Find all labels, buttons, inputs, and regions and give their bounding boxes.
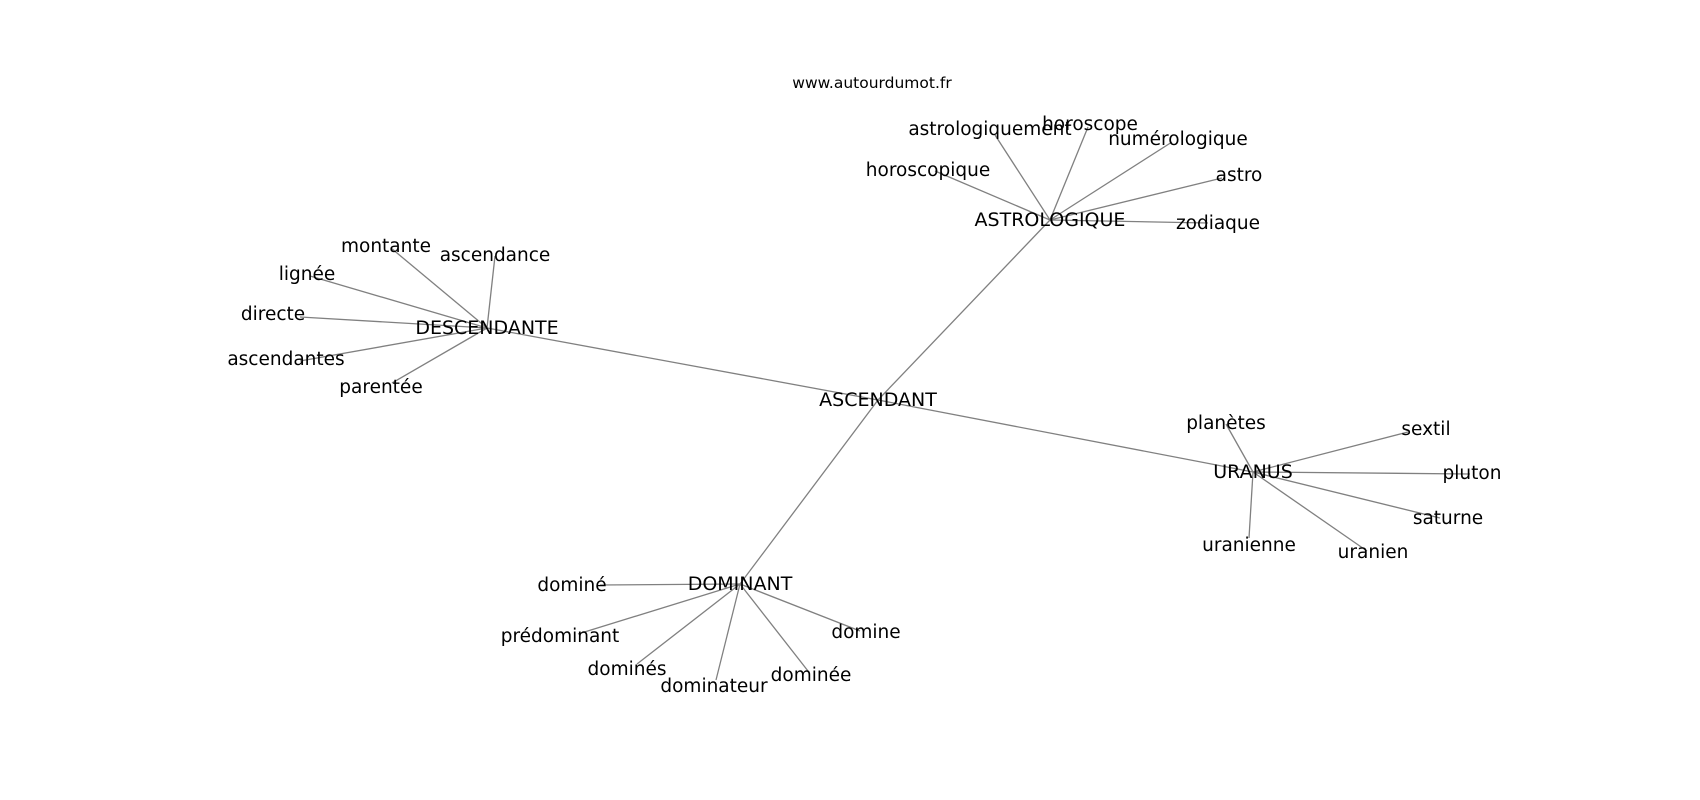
leaf-node-label[interactable]: saturne	[1413, 508, 1483, 529]
edge-hub-to-leaf	[1252, 471, 1471, 475]
edge-hub-to-leaf	[934, 170, 1051, 221]
edge-hub-to-leaf	[486, 255, 496, 329]
hub-node-label[interactable]: DOMINANT	[688, 573, 793, 595]
edge-hub-to-leaf	[1252, 471, 1441, 519]
edge-hub-to-leaf	[1225, 423, 1254, 473]
hub-node-label[interactable]: DESCENDANTE	[415, 317, 558, 339]
edge-hub-to-leaf	[299, 316, 488, 329]
leaf-node-label[interactable]: planètes	[1186, 413, 1266, 434]
leaf-node-label[interactable]: pluton	[1443, 463, 1502, 484]
edge-hub-to-leaf	[1049, 219, 1209, 224]
leaf-node-label[interactable]: horoscopique	[866, 160, 990, 181]
leaf-node-label[interactable]: lignée	[279, 264, 336, 285]
edges-layer	[299, 126, 1471, 681]
leaf-node-label[interactable]: ascendantes	[227, 349, 344, 370]
edge-hub-to-leaf	[1049, 177, 1223, 221]
source-label[interactable]: www.autourdumot.fr	[792, 74, 952, 92]
leaf-node-label[interactable]: dominés	[588, 659, 667, 680]
edge-hub-to-leaf	[636, 583, 741, 665]
edge-hub-to-leaf	[739, 583, 861, 632]
edge-hub-to-leaf	[391, 327, 488, 384]
edge-center-to-hub	[877, 219, 1051, 401]
edge-center-to-hub	[486, 327, 879, 401]
hub-node-label[interactable]: URANUS	[1213, 461, 1293, 483]
leaf-node-label[interactable]: parentée	[339, 377, 422, 398]
edge-center-to-hub	[739, 399, 879, 585]
edge-hub-to-leaf	[1248, 471, 1254, 539]
edge-hub-to-leaf	[739, 583, 809, 672]
edge-hub-to-leaf	[994, 134, 1051, 221]
leaf-node-label[interactable]: domine	[831, 622, 900, 643]
edge-hub-to-leaf	[390, 247, 488, 329]
leaf-node-label[interactable]: astrologiquement	[908, 119, 1071, 140]
leaf-node-label[interactable]: dominateur	[660, 676, 768, 697]
edge-hub-to-leaf	[299, 327, 488, 362]
leaf-node-label[interactable]: uranienne	[1202, 535, 1296, 556]
leaf-node-label[interactable]: sextil	[1401, 419, 1450, 440]
edge-hub-to-leaf	[1049, 126, 1089, 221]
edge-hub-to-leaf	[577, 583, 741, 635]
leaf-node-label[interactable]: montante	[341, 236, 431, 257]
edge-hub-to-leaf	[715, 583, 741, 681]
labels-layer: www.autourdumot.fr ASCENDANT ASTROLOGIQUE…	[227, 74, 1501, 697]
leaf-node-label[interactable]: uranien	[1338, 542, 1409, 563]
edge-hub-to-leaf	[309, 275, 488, 329]
leaf-node-label[interactable]: numérologique	[1108, 129, 1248, 150]
leaf-node-label[interactable]: zodiaque	[1176, 213, 1260, 234]
leaf-node-label[interactable]: ascendance	[440, 245, 551, 266]
leaf-node-label[interactable]: directe	[241, 304, 305, 325]
edge-hub-to-leaf	[599, 583, 741, 586]
edge-center-to-hub	[877, 399, 1254, 473]
leaf-node-label[interactable]: dominée	[771, 665, 852, 686]
center-node-label[interactable]: ASCENDANT	[819, 389, 937, 411]
edge-hub-to-leaf	[1252, 431, 1409, 473]
edge-hub-to-leaf	[1049, 141, 1173, 221]
hub-node-label[interactable]: ASTROLOGIQUE	[975, 209, 1126, 231]
leaf-node-label[interactable]: horoscope	[1042, 114, 1138, 135]
leaf-node-label[interactable]: dominé	[537, 575, 606, 596]
edge-hub-to-leaf	[1252, 471, 1368, 552]
leaf-node-label[interactable]: prédominant	[501, 626, 620, 647]
leaf-node-label[interactable]: astro	[1216, 165, 1263, 186]
